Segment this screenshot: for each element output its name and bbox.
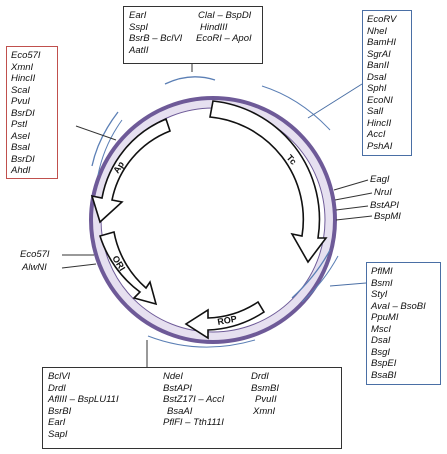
- site-label: EarI: [48, 417, 66, 428]
- site-label: AhdI: [11, 165, 31, 176]
- site-label: AvaI – BsoBI: [371, 300, 426, 312]
- site-nrui: NruI: [374, 187, 392, 198]
- site-label: BsrDI: [11, 153, 35, 165]
- site-label: BsmBI: [251, 382, 279, 394]
- site-bspmi: BspMI: [374, 211, 401, 222]
- site-label: BclVI: [48, 371, 71, 382]
- connector-left: [75, 125, 117, 141]
- site-label: BsgI: [371, 346, 391, 358]
- site-eagi: EagI: [370, 174, 390, 185]
- site-label: AatII: [129, 44, 149, 56]
- site-label: BstAPI: [163, 382, 193, 394]
- tc-arrow: [209, 100, 328, 264]
- box-top-col-left: EarI SspI BsrB – BclVI AatII: [129, 10, 182, 56]
- rop-label: ROP: [217, 314, 238, 327]
- box-bottom: BclVI DrdI AflIII – BspLU11I BsrBI EarI …: [42, 367, 342, 449]
- site-label: EcoNI: [367, 94, 393, 106]
- site-label: HindIII: [200, 21, 228, 33]
- ori-arrow: [98, 230, 158, 306]
- site-label: BsaI: [11, 142, 31, 153]
- box-left: Eco57I XmnI HincII ScaI PvuI BsrDI PstI …: [6, 46, 58, 179]
- site-bstapi: BstAPI: [370, 200, 400, 211]
- site-label: HincII: [367, 117, 392, 129]
- box-top-right-list: EcoRV NheI BamHI SgrAI BanII DsaI SphI E…: [367, 14, 396, 152]
- site-label: SapI: [48, 428, 68, 440]
- site-label: PshAI: [367, 140, 393, 152]
- site-label: PflMI: [371, 266, 393, 277]
- site-label: PpuMI: [371, 312, 399, 323]
- site-label: BanII: [367, 60, 390, 71]
- ap-arrow: [90, 117, 171, 224]
- site-arc-top: [164, 76, 216, 85]
- site-alwni: AlwNI: [22, 262, 47, 273]
- site-label: BsrDI: [11, 107, 35, 119]
- connector-right: [329, 282, 367, 287]
- box-top-col-right: ClaI – BspDI HindIII EcoRI – ApoI: [196, 10, 252, 45]
- site-label: NdeI: [163, 371, 184, 382]
- site-arc-right: [291, 249, 331, 299]
- site-label: HincII: [11, 73, 36, 84]
- site-label: MscI: [371, 323, 392, 335]
- site-arc-right-2: [301, 255, 339, 303]
- site-label: PvuII: [255, 394, 277, 405]
- site-label: XmnI: [253, 405, 276, 417]
- site-label: SphI: [367, 83, 387, 94]
- site-label: EarI: [129, 10, 147, 21]
- site-label: BsaBI: [371, 369, 397, 381]
- rop-arrow: [184, 300, 266, 340]
- box-top-right: EcoRV NheI BamHI SgrAI BanII DsaI SphI E…: [362, 10, 412, 156]
- site-label: PvuI: [11, 96, 31, 107]
- site-label: BsrBI: [48, 405, 72, 417]
- box-right-bottom-list: PflMI BsmI StyI AvaI – BsoBI PpuMI MscI …: [371, 266, 426, 381]
- site-label: DrdI: [251, 371, 269, 382]
- site-label: AccI: [367, 129, 386, 140]
- site-label: XmnI: [11, 61, 34, 73]
- site-label: EcoRI – ApoI: [196, 33, 252, 44]
- connector-top-right: [307, 83, 363, 119]
- site-label: EcoRV: [367, 14, 397, 25]
- site-label: BamHI: [367, 37, 397, 48]
- site-label: SalI: [367, 106, 384, 117]
- site-label: AflIII – BspLU11I: [48, 394, 119, 405]
- site-label: ClaI – BspDI: [198, 10, 252, 21]
- box-bottom-col3: DrdI BsmBI PvuII XmnI: [251, 371, 279, 417]
- site-label: BsaAI: [167, 405, 193, 417]
- connector-alwni: [61, 263, 97, 269]
- site-label: StyI: [371, 289, 388, 300]
- site-label: PflFI – Tth111I: [163, 417, 224, 428]
- site-label: DsaI: [371, 335, 391, 346]
- site-arc-bottom: [147, 335, 256, 348]
- site-arc-top-right: [261, 85, 331, 131]
- site-label: DrdI: [48, 382, 66, 394]
- box-left-list: Eco57I XmnI HincII ScaI PvuI BsrDI PstI …: [11, 50, 41, 177]
- site-label: ScaI: [11, 84, 31, 96]
- connector-eagi: [333, 179, 369, 191]
- site-eco57i: Eco57I: [20, 249, 50, 260]
- connector-nrui: [334, 192, 373, 201]
- connector-bspmi: [335, 215, 373, 221]
- site-label: PstI: [11, 119, 28, 130]
- site-label: BstZ17I – AccI: [163, 394, 225, 405]
- box-right-bottom: PflMI BsmI StyI AvaI – BsoBI PpuMI MscI …: [366, 262, 441, 385]
- site-arc-left-2: [97, 119, 123, 176]
- site-label: AseI: [11, 130, 31, 142]
- site-arc-left: [91, 111, 119, 167]
- site-label: BspEI: [371, 358, 397, 369]
- site-label: Eco57I: [11, 50, 41, 61]
- site-label: NheI: [367, 25, 388, 37]
- connector-bstapi: [335, 205, 369, 211]
- site-label: SspI: [129, 21, 149, 33]
- box-bottom-col1: BclVI DrdI AflIII – BspLU11I BsrBI EarI …: [48, 371, 119, 440]
- site-label: BsrB – BclVI: [129, 33, 183, 44]
- site-label: DsaI: [367, 71, 387, 83]
- site-label: BsmI: [371, 277, 393, 289]
- box-top: EarI SspI BsrB – BclVI AatII ClaI – BspD…: [123, 6, 263, 64]
- box-bottom-col2: NdeI BstAPI BstZ17I – AccI BsaAI PflFI –…: [163, 371, 224, 429]
- site-label: SgrAI: [367, 48, 391, 60]
